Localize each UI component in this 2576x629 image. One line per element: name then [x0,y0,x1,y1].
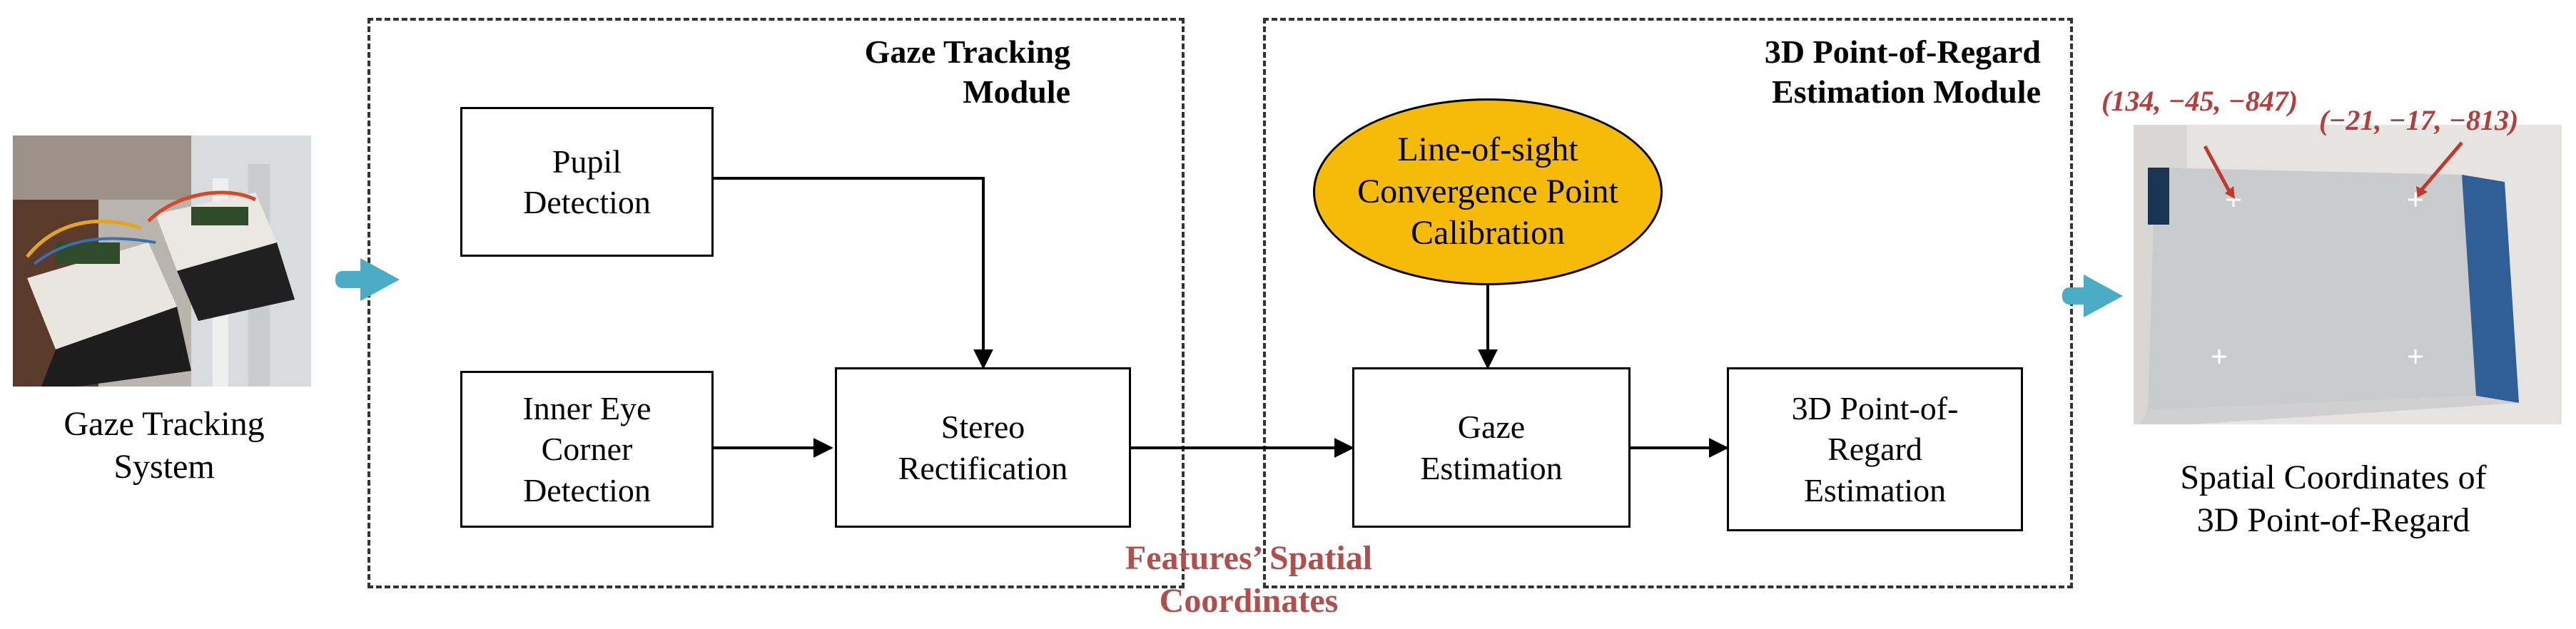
gaze-tracking-system-caption: Gaze Tracking System [64,405,265,486]
coordinate-label-a: (134, −45, −847) [2101,85,2298,117]
gaze-tracking-module-title: Gaze Tracking Module [864,34,1070,111]
calibration-ellipse: Line-of-sight Convergence Point Calibrat… [1313,98,1663,285]
por-estimation-module-title: 3D Point-of-Regard Estimation Module [1764,34,2041,111]
por-estimation-box: 3D Point-of- Regard Estimation [1727,367,2023,531]
output-arrow-icon [2062,275,2123,317]
gaze-tracking-module-frame [367,18,1185,588]
gaze-tracking-system-photo [13,135,311,387]
inner-eye-corner-detection-box: Inner Eye Corner Detection [460,371,714,528]
coordinate-label-b: (−21, −17, −813) [2319,104,2519,136]
input-arrow-icon [335,258,400,301]
spatial-coordinates-photo [2134,125,2562,424]
arrow-pupil-to-stereo [714,177,993,369]
stereo-rectification-box: Stereo Rectification [835,367,1131,528]
gaze-estimation-box: Gaze Estimation [1352,367,1631,528]
pupil-detection-box: Pupil Detection [460,107,714,257]
spatial-coordinates-caption: Spatial Coordinates of 3D Point-of-Regar… [2180,459,2487,539]
features-label-line2: Coordinates [1159,582,1339,620]
features-label-line1: Features’ Spatial [1125,539,1373,577]
